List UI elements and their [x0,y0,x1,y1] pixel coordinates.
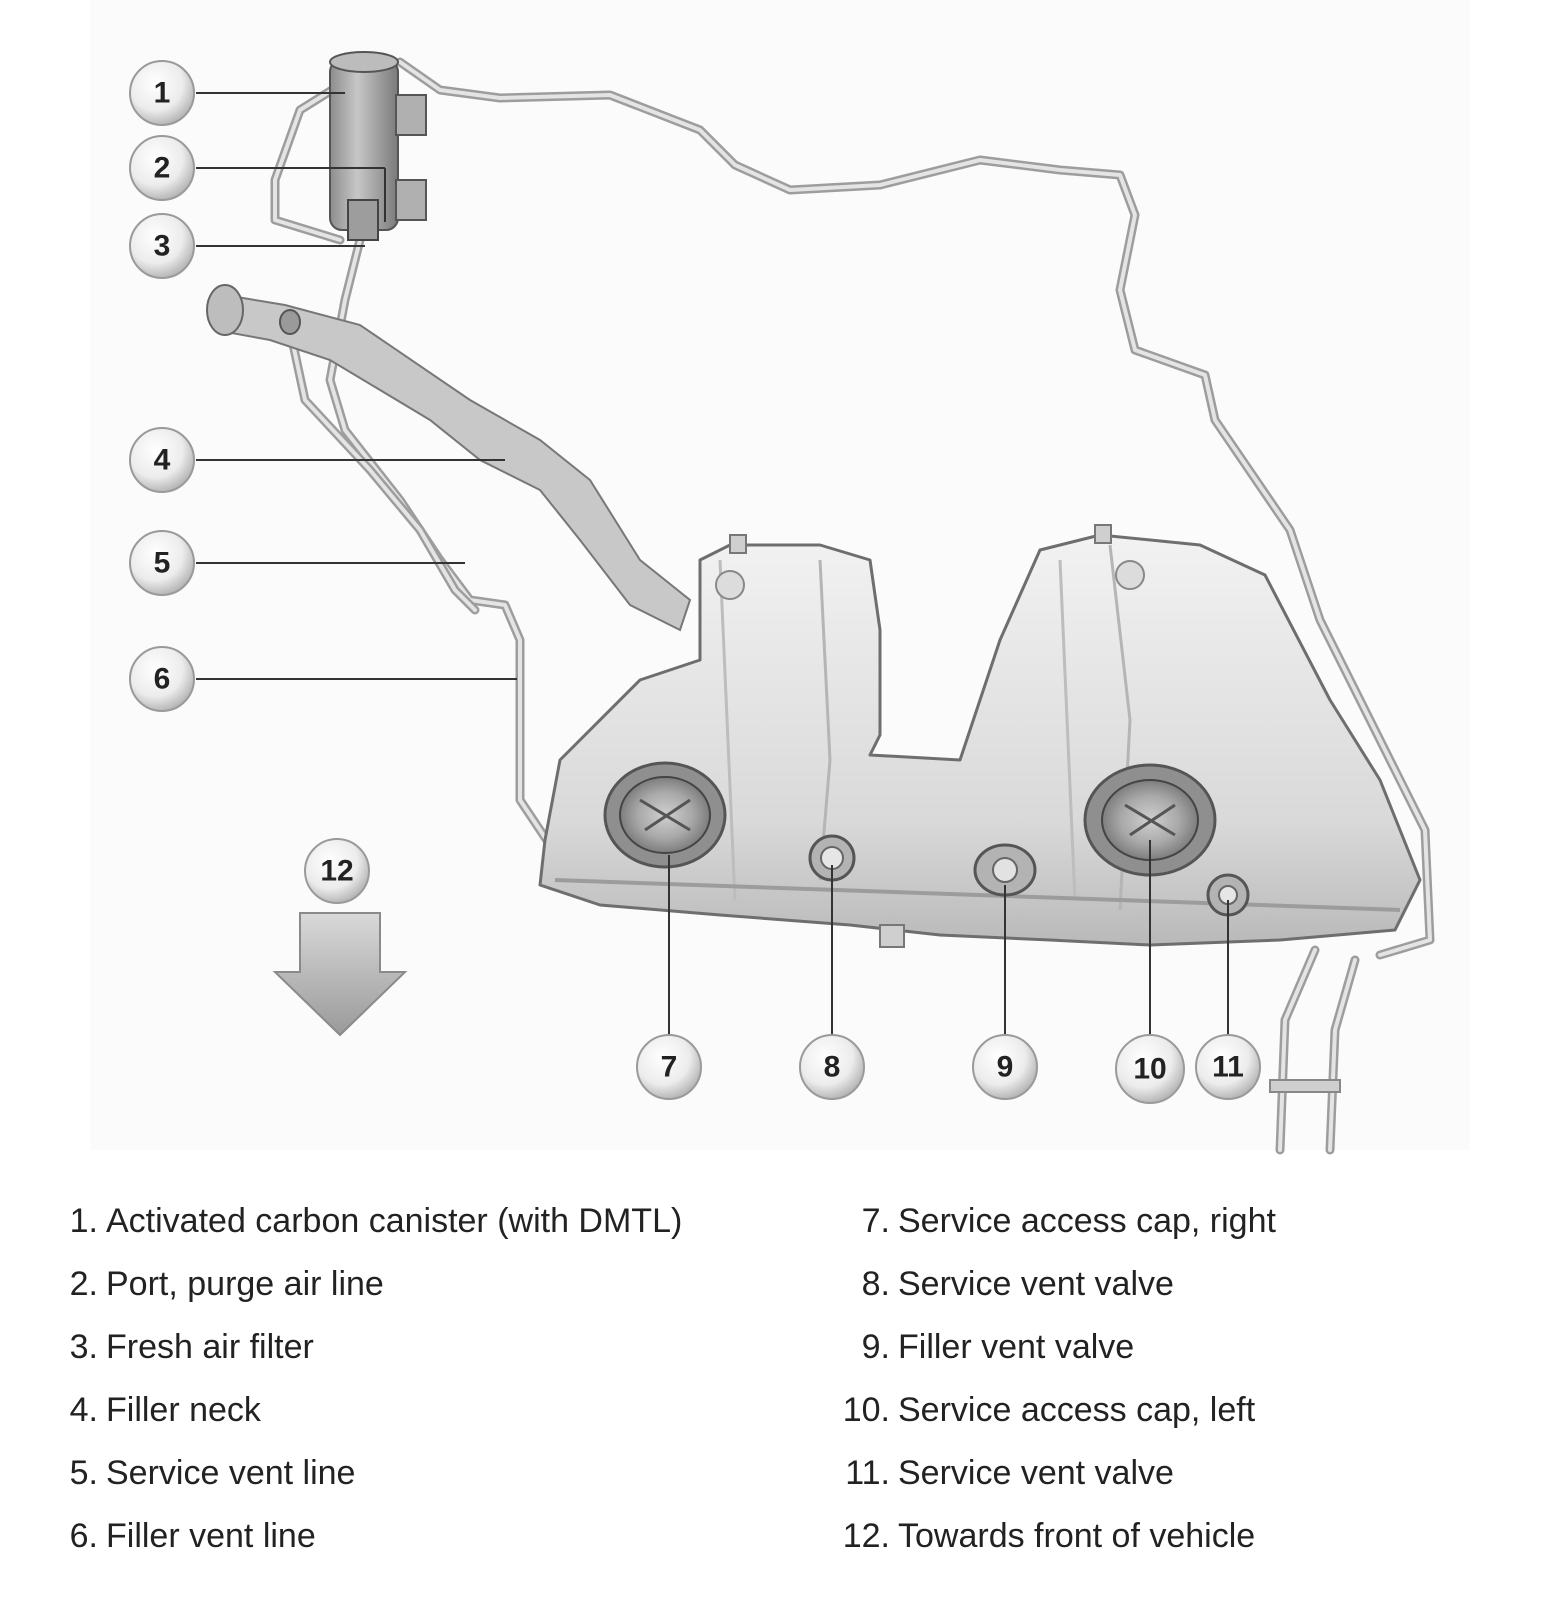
legend-item: 6.Filler vent line [58,1505,778,1568]
callout-4: 4 [129,427,195,493]
callout-11-label: 11 [1212,1051,1244,1084]
legend-number: 3. [69,1328,98,1366]
legend-number: 7. [861,1202,890,1240]
legend-item: 5.Service vent line [58,1442,778,1505]
purge-air-line [395,57,1435,960]
leader-lines [196,92,1229,1035]
callout-1-label: 1 [154,77,171,110]
fuel-tank-diagram: 1 2 3 4 5 6 7 8 9 10 11 12 [129,51,1435,1155]
legend-number: 1. [69,1202,98,1240]
legend-text: Towards front of vehicle [898,1517,1256,1555]
legend-item: 11.Service vent valve [838,1442,1528,1505]
legend-item: 2.Port, purge air line [58,1253,778,1316]
legend-number: 12. [842,1517,890,1555]
outlet-lines [1269,945,1360,1155]
callout-2-label: 2 [154,152,171,185]
legend-item: 8.Service vent valve [838,1253,1528,1316]
callout-3: 3 [129,213,195,279]
service-vent-valve-11-shape [1206,873,1250,917]
legend-right-column: 7.Service access cap, right 8.Service ve… [838,1190,1528,1568]
legend-item: 7.Service access cap, right [838,1190,1528,1253]
legend-text: Service vent valve [898,1454,1174,1492]
callout-12: 12 [304,838,370,904]
legend-number: 9. [861,1328,890,1366]
callout-8: 8 [799,1034,865,1100]
callout-2: 2 [129,135,195,201]
legend-text: Filler neck [106,1391,261,1429]
legend-text: Service access cap, right [898,1202,1276,1240]
legend-text: Service vent line [106,1454,356,1492]
legend-item: 10.Service access cap, left [838,1379,1528,1442]
legend-item: 12.Towards front of vehicle [838,1505,1528,1568]
legend-number: 4. [69,1391,98,1429]
filler-neck [206,284,692,632]
legend-number: 10. [842,1391,890,1429]
callout-6: 6 [129,646,195,712]
legend-text: Filler vent line [106,1517,316,1555]
callout-3-label: 3 [154,230,171,263]
legend-number: 8. [861,1265,890,1303]
callout-4-label: 4 [154,444,171,477]
legend-item: 4.Filler neck [58,1379,778,1442]
callout-7: 7 [636,1034,702,1100]
callout-8-label: 8 [824,1051,841,1084]
legend-text: Fresh air filter [106,1328,314,1366]
legend-number: 6. [69,1517,98,1555]
legend-number: 2. [69,1265,98,1303]
legend-number: 11. [845,1454,890,1492]
legend-text: Filler vent valve [898,1328,1135,1366]
callout-9: 9 [972,1034,1038,1100]
legend-text: Activated carbon canister (with DMTL) [106,1202,683,1240]
legend-number: 5. [69,1454,98,1492]
front-direction-arrow [272,912,408,1037]
legend-text: Port, purge air line [106,1265,384,1303]
callout-5-label: 5 [154,547,171,580]
callout-7-label: 7 [661,1051,678,1084]
callout-10-label: 10 [1133,1053,1166,1086]
callout-11: 11 [1195,1034,1261,1100]
legend-item: 1.Activated carbon canister (with DMTL) [58,1190,778,1253]
legend-left-column: 1.Activated carbon canister (with DMTL) … [58,1190,778,1568]
callout-10: 10 [1115,1034,1185,1104]
callout-6-label: 6 [154,663,171,696]
callout-12-label: 12 [320,855,353,888]
service-access-cap-right-shape [603,761,727,869]
callout-1: 1 [129,60,195,126]
filler-vent-valve-shape [973,843,1037,897]
legend-text: Service vent valve [898,1265,1174,1303]
legend-text: Service access cap, left [898,1391,1256,1429]
callout-5: 5 [129,530,195,596]
callout-9-label: 9 [997,1051,1014,1084]
activated-carbon-canister-shape [329,51,427,241]
legend-item: 3.Fresh air filter [58,1316,778,1379]
legend-item: 9.Filler vent valve [838,1316,1528,1379]
